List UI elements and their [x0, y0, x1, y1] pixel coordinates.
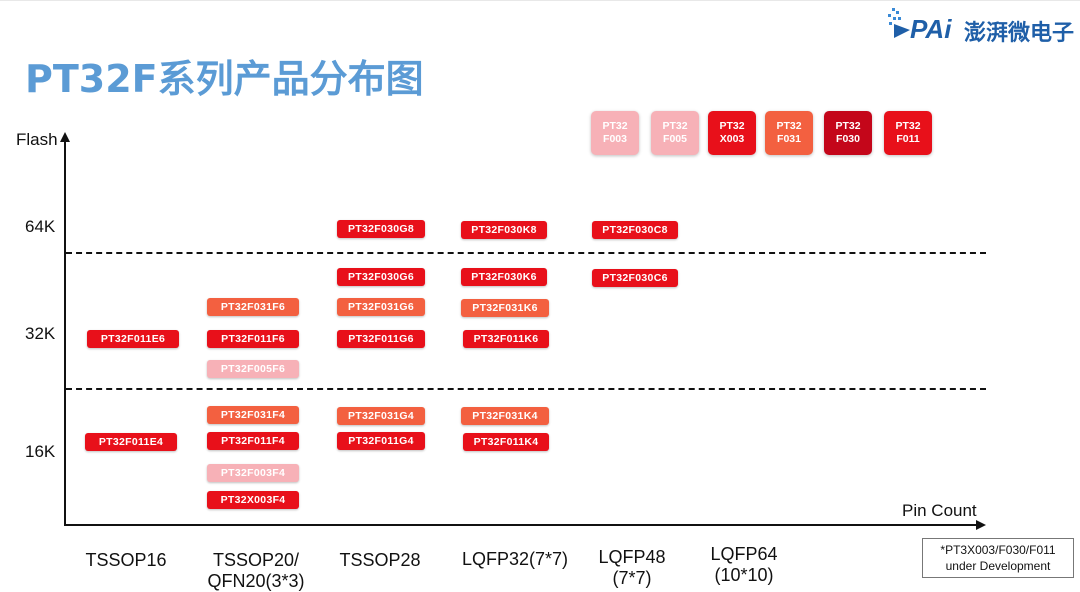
legend-line1: PT32: [602, 120, 628, 132]
legend-pt32f011: PT32 F011: [884, 111, 932, 155]
y-axis: [64, 140, 66, 526]
logo-company-name: 澎湃微电子: [964, 21, 1075, 46]
chip-pt32f003f4: PT32F003F4: [207, 464, 299, 482]
chip-pt32f011g6: PT32F011G6: [337, 330, 425, 348]
legend-pt32f031: PT32 F031: [765, 111, 813, 155]
logo-mark-icon: [888, 8, 910, 38]
logo-brand: PAi: [910, 14, 952, 44]
legend-line1: PT32: [776, 120, 802, 132]
x-axis-arrow-icon: [976, 520, 986, 530]
chip-pt32f030c6: PT32F030C6: [592, 269, 678, 287]
legend-pt32f005: PT32 F005: [651, 111, 699, 155]
chip-pt32f031g6: PT32F031G6: [337, 298, 425, 316]
chip-pt32f031k4: PT32F031K4: [461, 407, 549, 425]
chip-pt32x003f4: PT32X003F4: [207, 491, 299, 509]
chip-pt32f031f4: PT32F031F4: [207, 406, 299, 424]
chip-pt32f005f6: PT32F005F6: [207, 360, 299, 378]
legend-line2: F005: [663, 133, 687, 145]
legend-pt32f030: PT32 F030: [824, 111, 872, 155]
legend-pt32x003: PT32 X003: [708, 111, 756, 155]
divider-32k-16k: [66, 388, 986, 390]
legend-line1: PT32: [719, 120, 745, 132]
package-label-lqfp64: LQFP64 (10*10): [710, 544, 778, 585]
note-line1: *PT3X003/F030/F011: [940, 543, 1056, 557]
legend-line2: X003: [719, 133, 745, 145]
legend-line2: F031: [777, 133, 801, 145]
y-label-16k: 16K: [25, 442, 56, 461]
chip-pt32f011k4: PT32F011K4: [463, 433, 549, 451]
legend-line2: F003: [603, 133, 627, 145]
chip-pt32f030k6: PT32F030K6: [461, 268, 547, 286]
package-label-tssop28: TSSOP28: [339, 550, 421, 570]
chip-pt32f030g6: PT32F030G6: [337, 268, 425, 286]
page-title: PT32F系列产品分布图: [25, 57, 424, 101]
legend-line2: F030: [836, 133, 860, 145]
package-label-tssop16: TSSOP16: [85, 550, 167, 570]
y-label-32k: 32K: [25, 324, 56, 343]
chip-pt32f011e6: PT32F011E6: [87, 330, 179, 348]
chip-pt32f031k6: PT32F031K6: [461, 299, 549, 317]
legend-pt32f003: PT32 F003: [591, 111, 639, 155]
package-label-lqfp48: LQFP48 (7*7): [598, 547, 666, 588]
x-axis: [64, 524, 978, 526]
legend-line1: PT32: [895, 120, 921, 132]
legend-line2: F011: [896, 133, 920, 145]
package-label-lqfp32: LQFP32(7*7): [461, 549, 569, 569]
package-label-tssop20: TSSOP20/ QFN20(3*3): [207, 550, 305, 591]
y-axis-title: Flash: [16, 130, 58, 149]
legend-line1: PT32: [662, 120, 688, 132]
company-logo: PAi 澎湃微电子: [886, 4, 1078, 46]
y-axis-arrow-icon: [60, 132, 70, 142]
chip-pt32f031f6: PT32F031F6: [207, 298, 299, 316]
development-note: *PT3X003/F030/F011 under Development: [922, 538, 1074, 578]
chip-pt32f011g4: PT32F011G4: [337, 432, 425, 450]
divider-64k-32k: [66, 252, 986, 254]
chip-pt32f011f6: PT32F011F6: [207, 330, 299, 348]
chip-pt32f030g8: PT32F030G8: [337, 220, 425, 238]
chip-pt32f011k6: PT32F011K6: [463, 330, 549, 348]
top-border: [0, 0, 1080, 1]
chip-pt32f030c8: PT32F030C8: [592, 221, 678, 239]
legend-line1: PT32: [835, 120, 861, 132]
chip-pt32f031g4: PT32F031G4: [337, 407, 425, 425]
note-line2: under Development: [945, 559, 1051, 573]
chip-pt32f011f4: PT32F011F4: [207, 432, 299, 450]
y-label-64k: 64K: [25, 217, 56, 236]
x-axis-title: Pin Count: [902, 501, 977, 520]
chip-pt32f030k8: PT32F030K8: [461, 221, 547, 239]
chip-pt32f011e4: PT32F011E4: [85, 433, 177, 451]
